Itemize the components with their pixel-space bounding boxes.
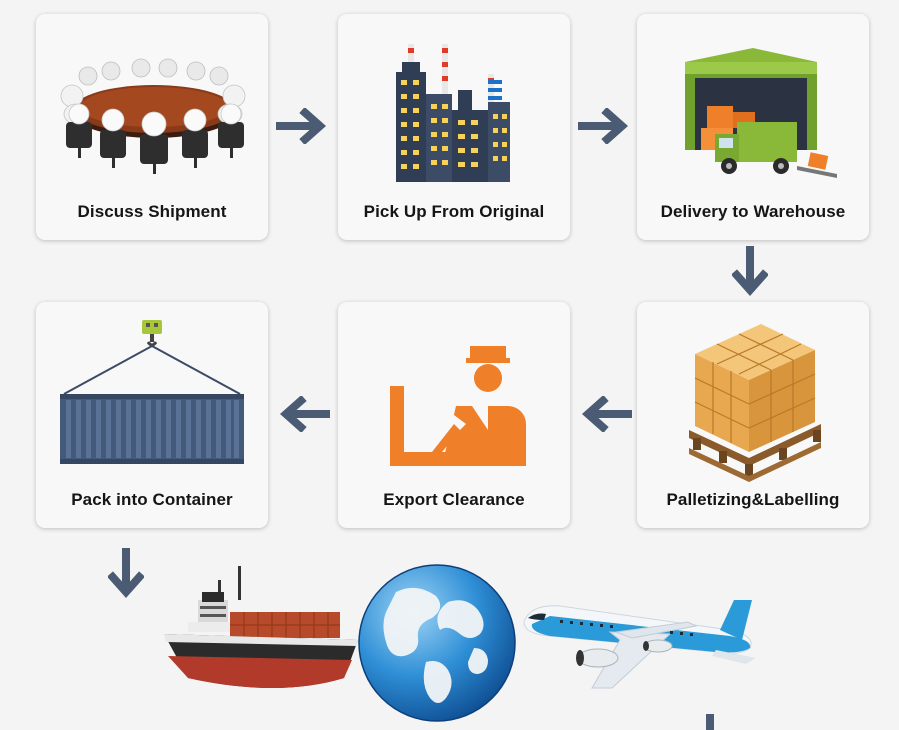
step-card-export-clearance: Export Clearance [338,302,570,528]
cargo-ship-icon [164,566,358,688]
meeting-table-icon [60,58,246,174]
airplane-icon [523,600,756,689]
step-label: Discuss Shipment [77,202,227,221]
step-card-pick-up: Pick Up From Original [338,14,570,240]
customs-officer-icon [390,346,526,466]
arrow-down-icon [732,246,768,297]
arrow-left-icon [581,396,632,432]
step-label: Pack into Container [71,490,233,509]
globe-icon [358,564,516,722]
step-label: Palletizing&Labelling [666,490,840,509]
arrow-down-partial-icon [706,714,714,730]
warehouse-truck-icon [685,48,837,178]
step-card-discuss-shipment: Discuss Shipment [36,14,268,240]
arrow-left-icon [279,396,330,432]
step-card-pack-container: Pack into Container [36,302,268,528]
factory-buildings-icon [396,44,510,182]
step-label: Export Clearance [383,490,525,509]
arrow-right-icon [276,108,327,144]
arrow-right-icon [578,108,629,144]
crane-container-icon [60,320,244,464]
step-card-palletizing: Palletizing&Labelling [637,302,869,528]
arrow-down-icon [108,548,144,599]
step-label: Delivery to Warehouse [660,202,846,221]
pallet-boxes-icon [689,324,821,482]
step-label: Pick Up From Original [363,202,545,221]
step-card-delivery-warehouse: Delivery to Warehouse [637,14,869,240]
